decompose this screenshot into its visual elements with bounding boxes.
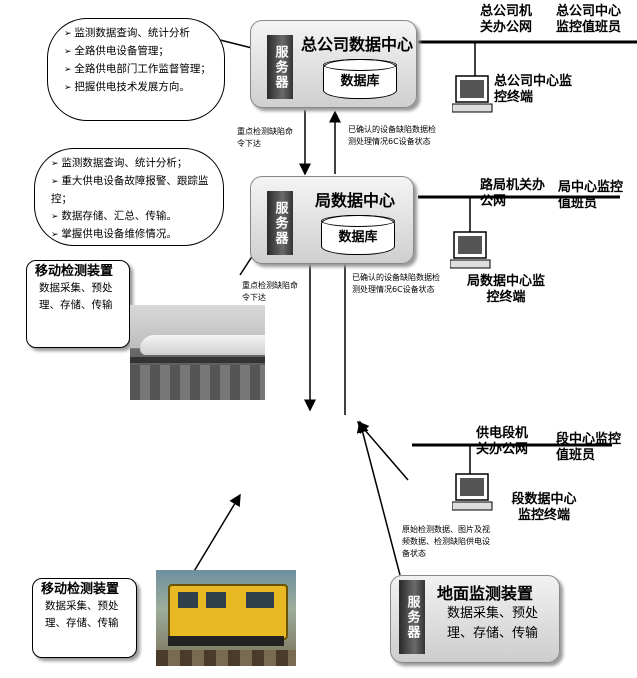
hq-function-item: 监测数据查询、统计分析 [64, 25, 212, 43]
hq-down-arrow-text: 重点检测缺陷命令下达 [237, 127, 293, 148]
mobile-device-title-1: 移动检测装置 [35, 264, 114, 279]
hq-database-icon: 数据库 [323, 59, 397, 99]
ground-monitoring-device: 服务器 地面监测装置 数据采集、预处理、存储、传输 [390, 575, 560, 663]
segment-up-arrow-text: 原始检测数据、图片及视频数据、检测缺陷供电设备状态 [402, 525, 490, 558]
ground-server: 服务器 [399, 580, 425, 654]
segment-duty-label: 段中心监控值班员 [556, 432, 622, 463]
mobile-device-box-2: 移动检测装置 数据采集、预处理、存储、传输 [32, 578, 137, 658]
hq-functions-bubble: 监测数据查询、统计分析 全路供电设备管理； 全路供电部门工作监督管理； 把握供电… [47, 18, 225, 121]
mobile-device-desc-2: 数据采集、预处理、存储、传输 [45, 600, 119, 629]
bureau-server: 服务器 [267, 191, 293, 255]
bureau-office-net-label: 路局机关办公网 [480, 178, 546, 209]
mobile-device-box-1: 移动检测装置 数据采集、预处理、存储、传输 [26, 260, 130, 348]
hq-duty-label: 总公司中心监控值班员 [556, 4, 622, 35]
bureau-down-arrow-text: 重点检测缺陷命令下达 [242, 281, 298, 302]
bureau-function-item: 重大供电设备故障报警、跟踪监控； [51, 173, 211, 208]
segment-computer-icon [452, 473, 493, 511]
bureau-title: 局数据中心 [315, 191, 396, 210]
hq-computer-icon [452, 75, 493, 113]
hq-office-net-label: 总公司机关办公网 [480, 4, 533, 35]
bureau-computer-icon [450, 231, 491, 269]
bureau-database-icon: 数据库 [321, 215, 395, 255]
mobile-device-title-2: 移动检测装置 [41, 582, 120, 597]
ground-title: 地面监测装置 [437, 584, 534, 603]
bureau-function-item: 掌握供电设备维修情况。 [51, 226, 211, 244]
high-speed-train-photo [130, 305, 265, 400]
bureau-terminal-label: 局数据中心监控终端 [466, 274, 545, 305]
bureau-function-item: 监测数据查询、统计分析； [51, 155, 211, 173]
bureau-functions-bubble: 监测数据查询、统计分析； 重大供电设备故障报警、跟踪监控； 数据存储、汇总、传输… [34, 148, 224, 246]
bureau-up-arrow-text: 已确认的设备缺陷数据检测处理情况6C设备状态 [352, 273, 440, 294]
segment-office-net-label: 供电段机关办公网 [476, 426, 529, 457]
mobile-device-desc-1: 数据采集、预处理、存储、传输 [39, 282, 113, 311]
hq-server: 服务器 [267, 35, 293, 99]
bureau-data-center: 服务器 局数据中心 数据库 [250, 176, 414, 264]
ground-desc: 数据采集、预处理、存储、传输 [447, 606, 539, 641]
hq-up-arrow-text: 已确认的设备缺陷数据检测处理情况6C设备状态 [348, 125, 436, 146]
hq-data-center: 服务器 总公司数据中心 数据库 [250, 20, 417, 108]
bureau-function-item: 数据存储、汇总、传输。 [51, 208, 211, 226]
hq-function-item: 把握供电技术发展方向。 [64, 79, 212, 97]
hq-terminal-label: 总公司中心监控终端 [494, 74, 573, 105]
hq-title: 总公司数据中心 [301, 35, 414, 54]
inspection-vehicle-photo [156, 570, 296, 666]
segment-terminal-label: 段数据中心监控终端 [511, 492, 577, 523]
bureau-duty-label: 局中心监控值班员 [558, 180, 624, 211]
hq-function-item: 全路供电设备管理； [64, 43, 212, 61]
hq-function-item: 全路供电部门工作监督管理； [64, 61, 212, 79]
